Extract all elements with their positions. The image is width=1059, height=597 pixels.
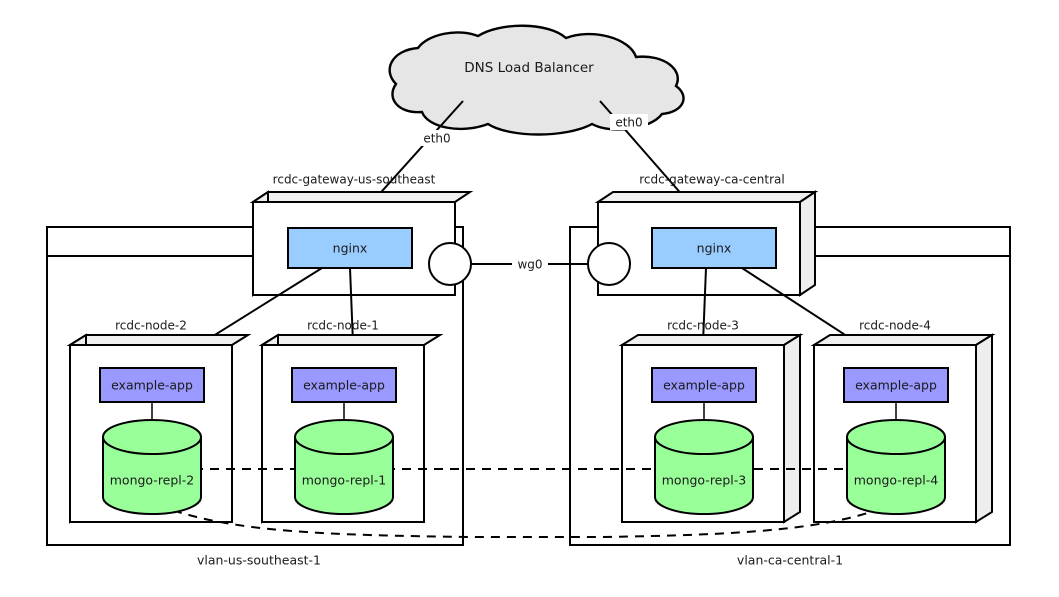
eth0-left-label: eth0 (423, 132, 450, 146)
app-example-app-node2[interactable]: example-app (99, 367, 205, 403)
eth0-right-label: eth0 (615, 116, 642, 130)
db-label-1: mongo-repl-1 (302, 473, 387, 488)
app-label-3: example-app (663, 378, 745, 393)
app-example-app-node3[interactable]: example-app (651, 367, 757, 403)
node-label-1: rcdc-node-1 (307, 319, 379, 333)
gateway-ca-central-label: rcdc-gateway-ca-central (639, 173, 784, 187)
app-label-2: example-app (111, 378, 193, 393)
db-mongo-repl-1[interactable]: mongo-repl-1 (294, 419, 394, 515)
node-label-4: rcdc-node-4 (859, 319, 931, 333)
nginx-label-left: nginx (333, 241, 368, 256)
nginx-service-us-southeast[interactable]: nginx (287, 227, 413, 269)
nginx-label-right: nginx (697, 241, 732, 256)
wg0-endpoint-left[interactable] (428, 242, 472, 286)
nginx-service-ca-central[interactable]: nginx (651, 227, 777, 269)
app-label-1: example-app (303, 378, 385, 393)
db-mongo-repl-2[interactable]: mongo-repl-2 (102, 419, 202, 515)
mongo-replication-lower-edge (157, 504, 891, 538)
gateway-us-southeast-box[interactable]: rcdc-gateway-us-southeast (249, 173, 474, 297)
vlan-label-us-southeast: vlan-us-southeast-1 (197, 553, 321, 568)
cloud-label: DNS Load Balancer (464, 60, 594, 76)
node-label-3: rcdc-node-3 (667, 319, 739, 333)
dns-load-balancer-cloud[interactable]: DNS Load Balancer (388, 24, 685, 136)
db-label-2: mongo-repl-2 (110, 473, 195, 488)
eth0-left-edge: eth0 (347, 100, 464, 230)
wg0-label: wg0 (517, 258, 542, 272)
db-label-3: mongo-repl-3 (662, 473, 747, 488)
wg0-endpoint-right[interactable] (587, 242, 631, 286)
gateway-us-southeast-label: rcdc-gateway-us-southeast (273, 173, 436, 187)
app-example-app-node4[interactable]: example-app (843, 367, 949, 403)
db-mongo-repl-4[interactable]: mongo-repl-4 (846, 419, 946, 515)
app-label-4: example-app (855, 378, 937, 393)
vlan-label-ca-central: vlan-ca-central-1 (737, 553, 843, 568)
db-mongo-repl-3[interactable]: mongo-repl-3 (654, 419, 754, 515)
node-label-2: rcdc-node-2 (115, 319, 187, 333)
db-label-4: mongo-repl-4 (854, 473, 939, 488)
app-example-app-node1[interactable]: example-app (291, 367, 397, 403)
